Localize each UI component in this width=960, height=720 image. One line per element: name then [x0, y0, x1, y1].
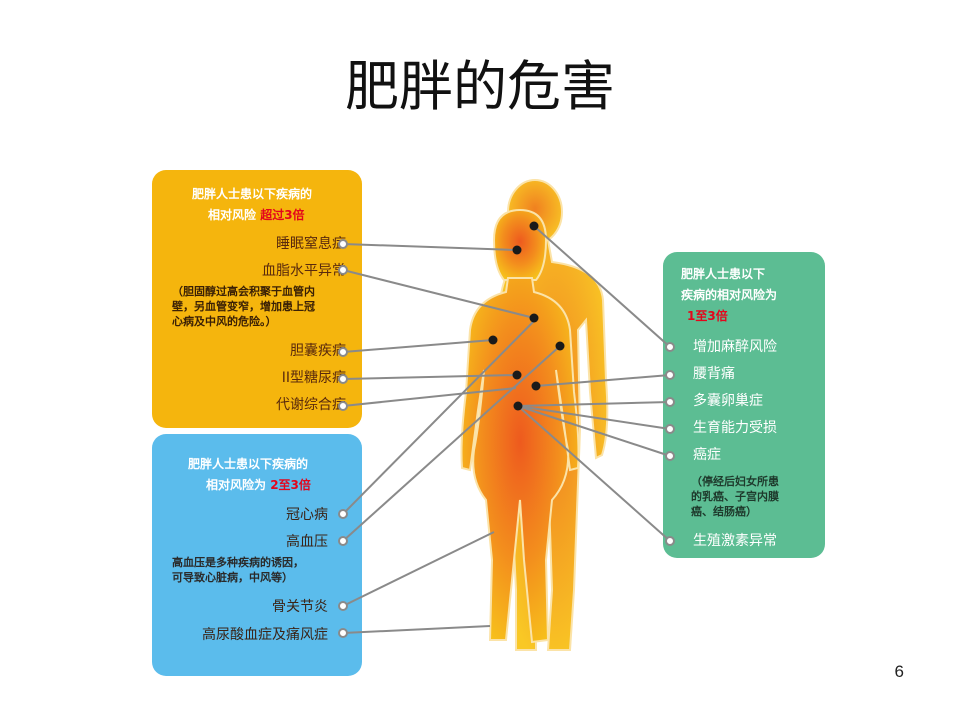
- panel-header: 肥胖人士患以下疾病的 相对风险 超过3倍: [192, 184, 312, 226]
- label-markers: [338, 239, 675, 638]
- panel-header-line1: 肥胖人士患以下: [681, 267, 766, 281]
- connector-lines: [342, 225, 671, 634]
- disease-label-pcos: 多囊卵巢症: [693, 393, 763, 409]
- note-line: 心病及中风的危险。）: [172, 315, 277, 328]
- disease-label-type2-diabetes: II型糖尿病: [281, 370, 346, 386]
- risk-panel-1-3x: 肥胖人士患以下 疾病的相对风险为 1至3倍 增加麻醉风险 腰背痛 多囊卵巢症 生…: [663, 252, 825, 558]
- risk-highlight: 1至3倍: [687, 309, 728, 323]
- risk-panel-over-3x: 肥胖人士患以下疾病的 相对风险 超过3倍 睡眠窒息症 血脂水平异常 （胆固醇过高…: [152, 170, 362, 428]
- disease-label-osteoarthritis: 骨关节炎: [272, 599, 328, 615]
- disease-label-hypertension: 高血压: [286, 534, 328, 550]
- disease-label-cancer: 癌症: [693, 447, 721, 463]
- risk-panel-2-3x: 肥胖人士患以下疾病的 相对风险为 2至3倍 冠心病 高血压 高血压是多种疾病的诱…: [152, 434, 362, 676]
- panel-header-line2: 相对风险为: [206, 478, 267, 492]
- note-line: （胆固醇过高会积聚于血管内: [172, 285, 315, 298]
- disease-label-coronary-heart-disease: 冠心病: [286, 507, 328, 523]
- dyslipidemia-note: （胆固醇过高会积聚于血管内 壁，另血管变窄，增加患上冠 心病及中风的危险。）: [172, 284, 315, 329]
- disease-label-reproductive-hormones: 生殖激素异常: [693, 533, 777, 549]
- cancer-note: （停经后妇女所患 的乳癌、子宫内膜 癌、结肠癌）: [691, 474, 779, 519]
- risk-highlight: 2至3倍: [270, 478, 311, 492]
- note-line: 壁，另血管变窄，增加患上冠: [172, 300, 315, 313]
- disease-label-sleep-apnea: 睡眠窒息症: [276, 236, 346, 252]
- panel-header: 肥胖人士患以下 疾病的相对风险为 1至3倍: [681, 264, 777, 327]
- hypertension-note: 高血压是多种疾病的诱因， 可导致心脏病，中风等）: [172, 555, 304, 585]
- panel-header-line2: 疾病的相对风险为: [681, 288, 778, 302]
- panel-header-line2: 相对风险: [208, 208, 257, 222]
- disease-label-dyslipidemia: 血脂水平异常: [262, 263, 346, 279]
- disease-label-gout: 高尿酸血症及痛风症: [202, 627, 328, 643]
- disease-label-fertility: 生育能力受损: [693, 420, 777, 436]
- disease-label-anesthesia-risk: 增加麻醉风险: [693, 339, 777, 355]
- panel-header: 肥胖人士患以下疾病的 相对风险为 2至3倍: [188, 454, 311, 496]
- panel-header-line1: 肥胖人士患以下疾病的: [188, 457, 309, 471]
- page-number: 6: [894, 662, 904, 681]
- disease-label-gallbladder: 胆囊疾病: [290, 343, 346, 359]
- panel-header-line1: 肥胖人士患以下疾病的: [192, 187, 313, 201]
- note-line: 的乳癌、子宫内膜: [691, 490, 779, 503]
- note-line: （停经后妇女所患: [691, 475, 779, 488]
- note-line: 高血压是多种疾病的诱因，: [172, 556, 304, 569]
- disease-label-back-pain: 腰背痛: [693, 366, 735, 382]
- note-line: 可导致心脏病，中风等）: [172, 571, 293, 584]
- note-line: 癌、结肠癌）: [691, 505, 757, 518]
- disease-label-metabolic-syndrome: 代谢综合症: [276, 397, 346, 413]
- risk-highlight: 超过3倍: [260, 208, 305, 222]
- organ-markers: [488, 221, 565, 411]
- page-title: 肥胖的危害: [345, 55, 615, 118]
